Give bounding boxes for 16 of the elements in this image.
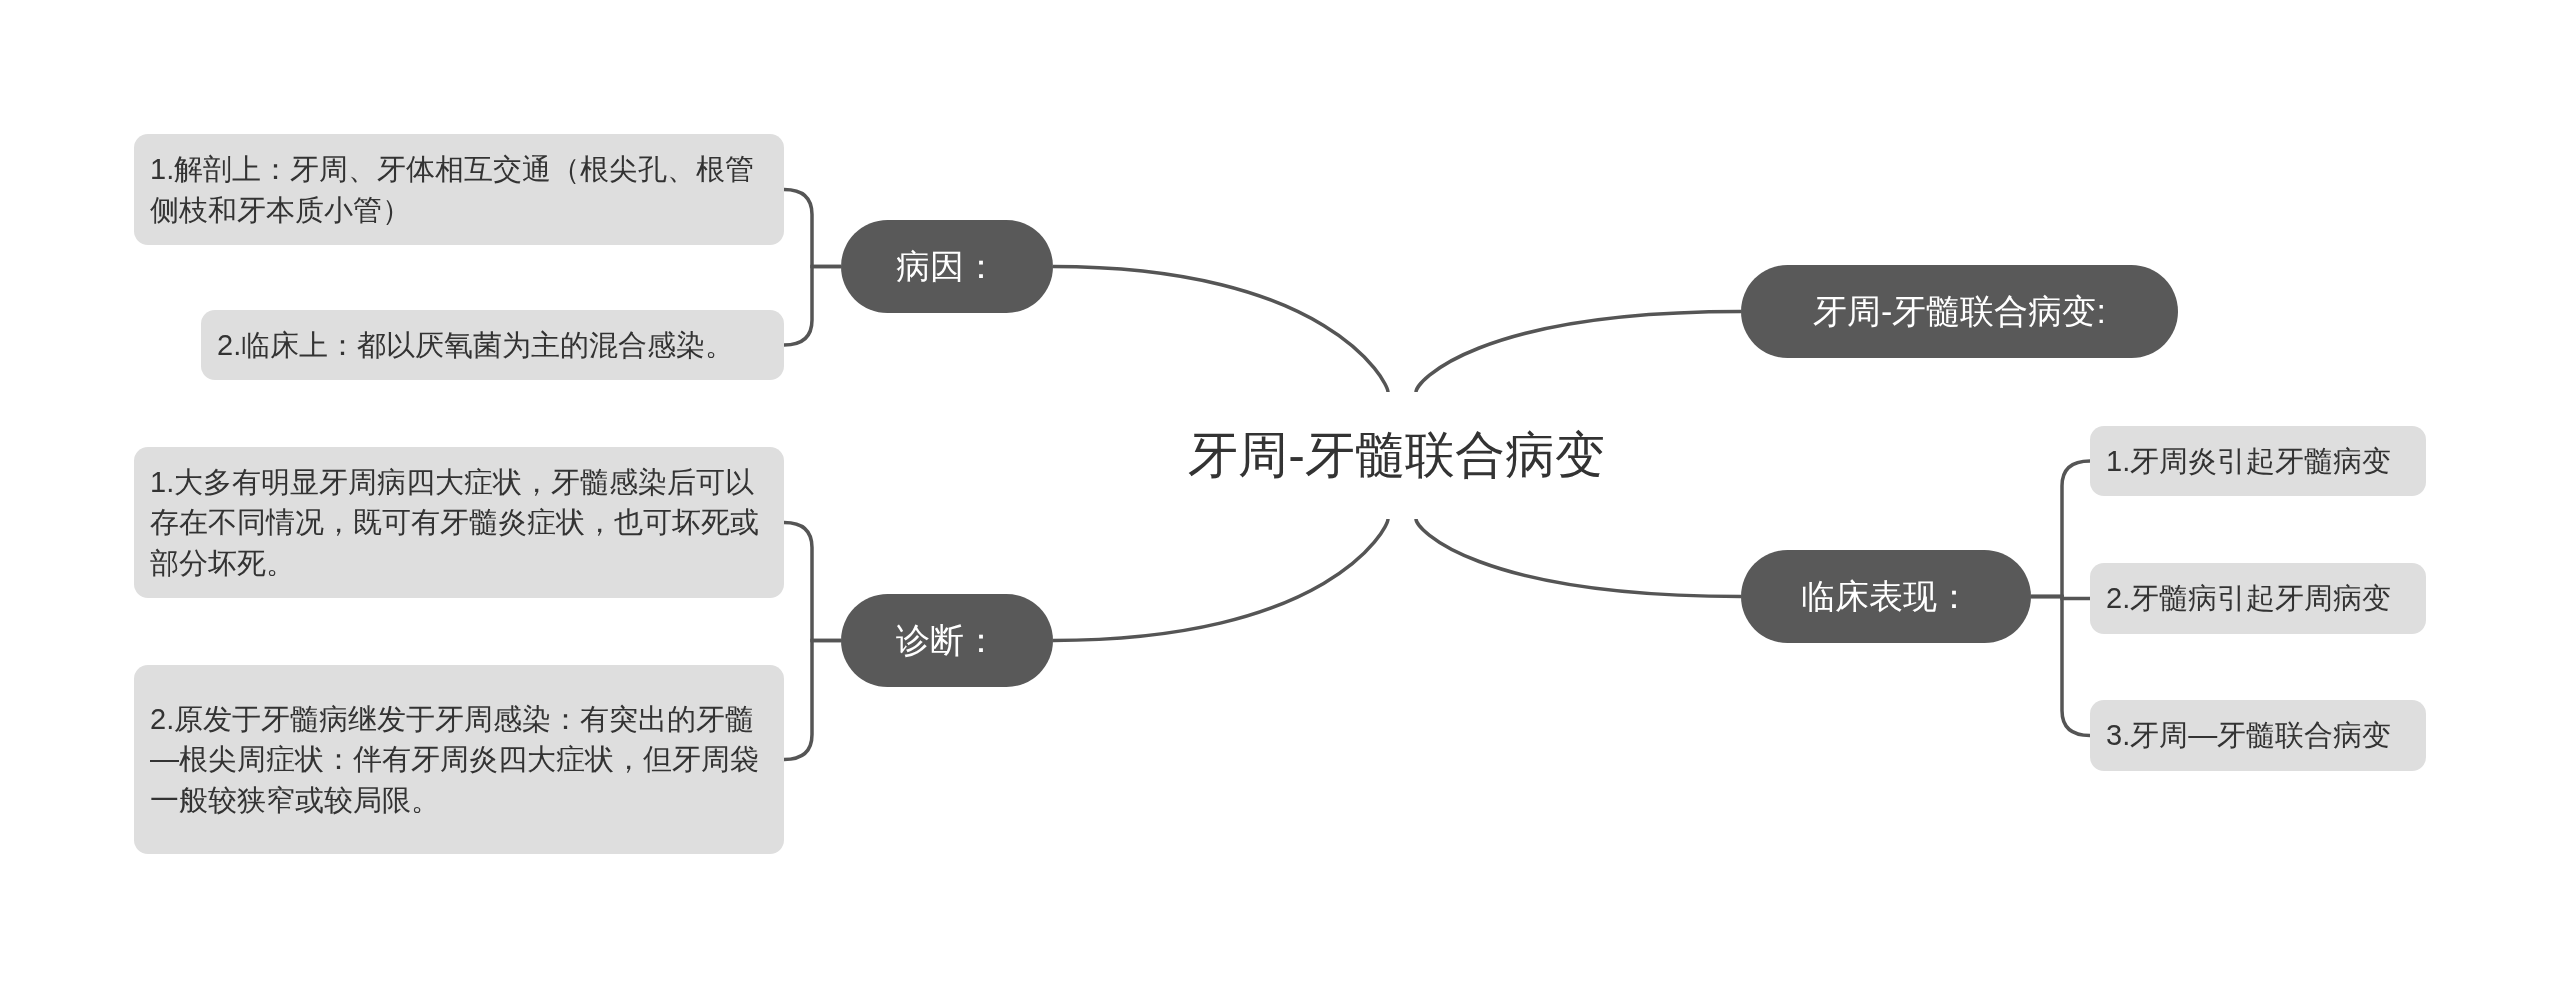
connector-line [1052,518,1390,643]
topic-pill: 牙周-牙髓联合病变: [1741,265,2178,358]
topic-pill: 临床表现： [1741,550,2031,643]
topic-pill: 诊断： [841,594,1053,687]
connector-line [1052,264,1390,393]
connector-line [1414,518,1742,599]
topic-pill: 病因： [841,220,1053,313]
subtopic-box: 2.临床上：都以厌氧菌为主的混合感染。 [201,310,784,380]
subtopic-box: 1.解剖上：牙周、牙体相互交通（根尖孔、根管侧枝和牙本质小管） [134,134,784,245]
subtopic-box: 3.牙周—牙髓联合病变 [2090,700,2426,771]
subtopic-box: 2.原发于牙髓病继发于牙周感染：有突出的牙髓—根尖周症状：伴有牙周炎四大症状，但牙周袋一般较狭窄或较局限。 [134,665,784,854]
subtopic-box: 1.大多有明显牙周病四大症状，牙髓感染后可以存在不同情况，既可有牙髓炎症状，也可坏死或部分坏死。 [134,447,784,598]
topic-title: 牙周-牙髓联合病变 [1188,426,1605,485]
connector-line [1414,309,1742,393]
subtopic-box: 2.牙髓病引起牙周病变 [2090,563,2426,634]
subtopic-box: 1.牙周炎引起牙髓病变 [2090,426,2426,496]
